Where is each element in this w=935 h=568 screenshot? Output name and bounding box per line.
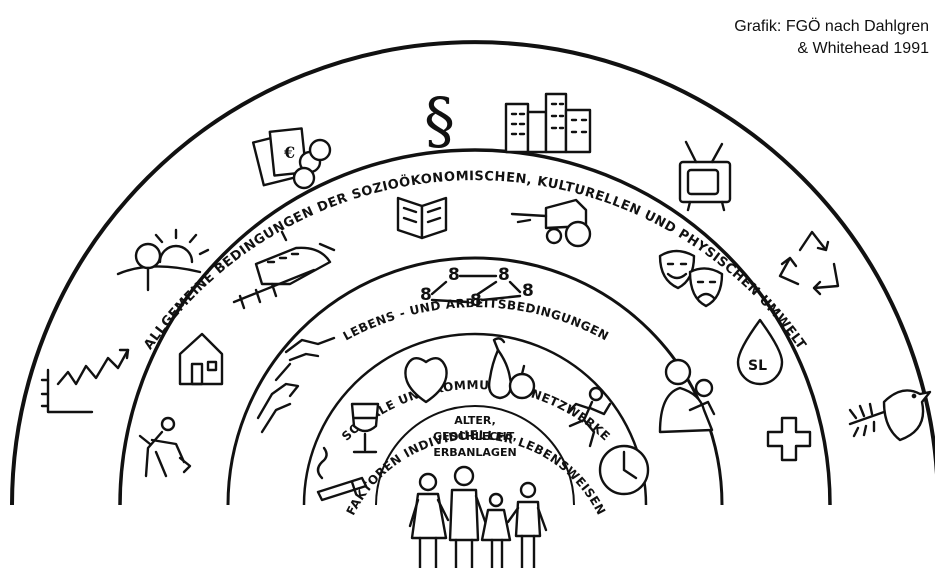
individual-ring-arc: [302, 332, 648, 506]
clock-icon: [598, 444, 650, 496]
house-icon: [178, 332, 224, 386]
helping-hands-icon: [256, 336, 336, 434]
outer-ring-arc: [10, 40, 935, 506]
center-line-1: ALTER,: [454, 414, 496, 427]
credit-line-2: & Whitehead 1991: [797, 40, 929, 57]
svg-text:§: §: [424, 84, 455, 157]
heart-icon: [404, 356, 448, 404]
svg-text:€: €: [283, 143, 295, 162]
law-paragraph-icon: §: [424, 84, 455, 157]
chart-graph-icon: [40, 348, 130, 414]
center-line-3: ERBANLAGEN: [433, 446, 516, 459]
sun-landscape-icon: [116, 228, 210, 292]
living-ring-arc: [118, 148, 832, 506]
health-cross-icon: [766, 416, 812, 462]
money-coins-icon: €: [251, 127, 332, 190]
center-arc: [375, 405, 575, 506]
recycling-icon: [778, 230, 840, 296]
runner-icon: [566, 386, 612, 448]
theater-masks-icon: [658, 249, 724, 308]
social-ring-arc: [226, 256, 724, 506]
center-line-2: GESCHLECHT,: [433, 430, 517, 443]
cigarette-icon: [316, 446, 368, 502]
fruit-icon: [487, 337, 536, 400]
family-figures-icon: [408, 465, 548, 568]
tractor-icon: [510, 198, 592, 248]
water-drop-icon: SL: [736, 318, 784, 386]
wine-glass-icon: [350, 402, 380, 454]
credit-note: Grafik: FGÖ nach Dahlgren & Whitehead 19…: [734, 16, 929, 60]
book-icon: [396, 196, 448, 240]
city-buildings-icon: [504, 92, 592, 154]
television-icon: [678, 140, 732, 212]
worker-shovel-icon: [138, 416, 192, 478]
network-glyph: 8 8 8 8 8: [420, 265, 540, 311]
credit-line-1: Grafik: FGÖ nach Dahlgren: [734, 18, 929, 35]
network-links: [430, 274, 522, 304]
bird-olive-branch-icon: [848, 389, 932, 442]
family-care-icon: [658, 358, 716, 434]
svg-text:SL: SL: [748, 358, 767, 374]
train-icon: [232, 230, 336, 310]
